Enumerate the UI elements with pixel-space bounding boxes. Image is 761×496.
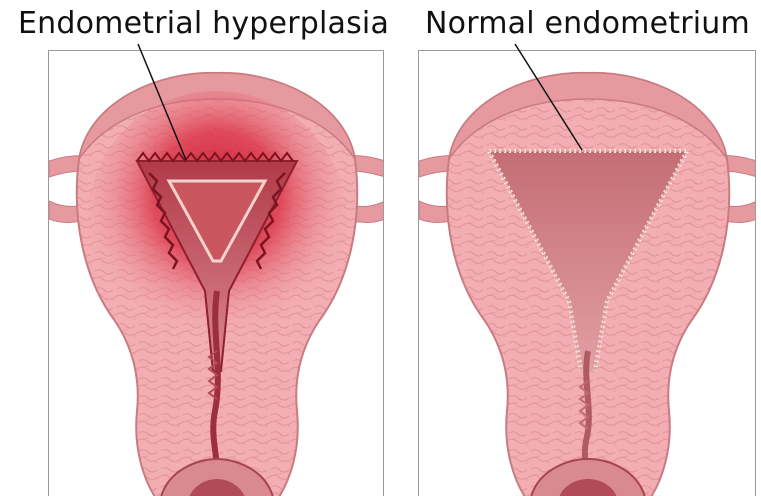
hyperplasia-panel [48, 50, 384, 496]
uterus-hyperplasia-illustration [49, 51, 384, 496]
normal-endometrium-label: Normal endometrium [425, 6, 750, 41]
hyperplasia-label: Endometrial hyperplasia [18, 6, 389, 41]
normal-panel [418, 50, 756, 496]
uterus-normal-illustration [419, 51, 756, 496]
